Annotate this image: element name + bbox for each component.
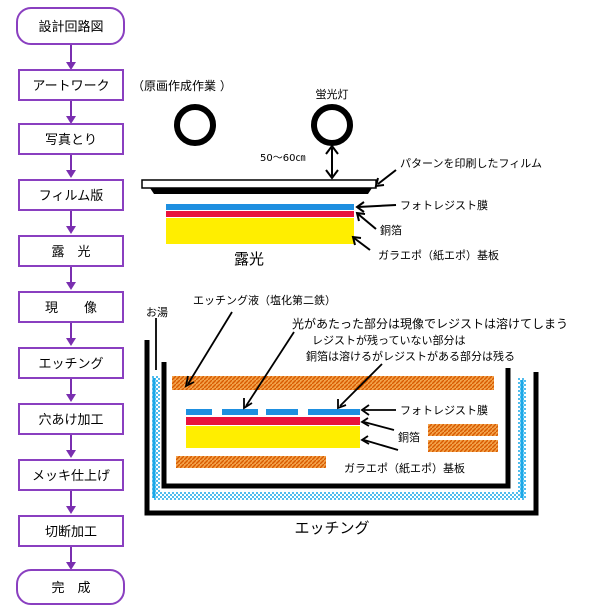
flow-label-exposure: 露 光: [51, 245, 90, 260]
flow-step-artwork: [18, 69, 124, 101]
flow-step-photo: [18, 123, 124, 155]
etching-diagram: お湯 エッチング液（塩化第二鉄） 光があたった部分は現像でレジストは溶けてしまう…: [144, 293, 568, 537]
flow-step-cutting: [18, 515, 124, 547]
etching-photoresist-label: フォトレジスト膜: [400, 404, 488, 417]
flow-step-exposure: [18, 235, 124, 267]
etchant-label: エッチング液（塩化第二鉄）: [193, 293, 336, 307]
etching-caption: エッチング: [294, 519, 369, 537]
flow-step-develop: [18, 291, 124, 323]
flow-step-film: [18, 179, 124, 211]
flow-label-schematic: 設計回路図: [38, 19, 103, 35]
inner-tray: [161, 362, 511, 489]
flow-label-etching: エッチング: [38, 357, 103, 372]
distance-arrow: [325, 144, 339, 180]
exposure-diagram: 蛍光灯 50～60㎝ パターンを印刷したフィルム フォトレジスト膜 銅箔: [141, 87, 542, 268]
exposure-photoresist-label: フォトレジスト膜: [400, 199, 488, 212]
etching-substrate: [186, 426, 360, 448]
flow-step-complete: [16, 569, 125, 605]
etching-note-1: 光があたった部分は現像でレジストは溶けてしまう: [292, 316, 568, 331]
outer-tray: [144, 340, 539, 516]
film-label: パターンを印刷したフィルム: [400, 157, 542, 170]
artwork-note: （原画作成作業 ）: [132, 79, 232, 93]
flow-arrows: [66, 44, 76, 570]
exposure-film-pattern: [150, 188, 372, 194]
hot-water-label: お湯: [146, 306, 168, 319]
flow-label-complete: 完 成: [51, 581, 90, 596]
flow-step-etching: [18, 347, 124, 379]
exposure-copper: [166, 211, 354, 217]
etchant-right-lower: [428, 440, 498, 452]
flow-label-artwork: アートワーク: [32, 79, 109, 94]
flow-label-plating: メッキ仕上げ: [32, 469, 110, 484]
exposure-substrate-label: ガラエポ（紙エポ）基板: [378, 248, 499, 262]
flow-step-schematic: [16, 7, 125, 45]
exposure-substrate: [166, 218, 354, 244]
etching-note-3: 銅箔は溶けるがレジストがある部分は残る: [306, 349, 515, 363]
flow-step-drilling: [18, 403, 124, 435]
exposure-callouts: [351, 169, 397, 251]
exposure-film: [141, 179, 377, 189]
etching-callouts: [155, 311, 399, 451]
etching-substrate-label: ガラエポ（紙エポ）基板: [344, 461, 465, 475]
etching-note-2: レジストが残っていない部分は: [312, 333, 465, 347]
flow-label-cutting: 切断加工: [45, 525, 97, 540]
etchant-right-upper: [428, 424, 498, 436]
exposure-copper-label: 銅箔: [380, 223, 402, 237]
flow-label-develop: 現 像: [45, 301, 97, 316]
etching-photoresist: [186, 409, 360, 415]
lamp-label: 蛍光灯: [316, 87, 349, 101]
flow-label-photo: 写真とり: [45, 133, 97, 148]
etchant-surface: [172, 376, 494, 390]
exposure-caption: 露光: [234, 250, 264, 268]
etching-copper-label: 銅箔: [398, 430, 420, 444]
flow-label-drilling: 穴あけ加工: [38, 413, 103, 428]
flow-label-film: フィルム版: [39, 189, 103, 204]
flowchart: 設計回路図 アートワーク 写真とり フィルム版 露 光 現 像 エッチング 穴あ…: [16, 7, 232, 605]
etching-copper: [186, 417, 360, 425]
exposure-photoresist: [166, 204, 354, 210]
lamp-tube-right: [311, 104, 353, 146]
distance-label: 50～60㎝: [260, 153, 305, 164]
lamp-tube-left: [174, 104, 216, 146]
flow-step-plating: [18, 459, 124, 491]
etchant-bottom: [176, 456, 326, 468]
